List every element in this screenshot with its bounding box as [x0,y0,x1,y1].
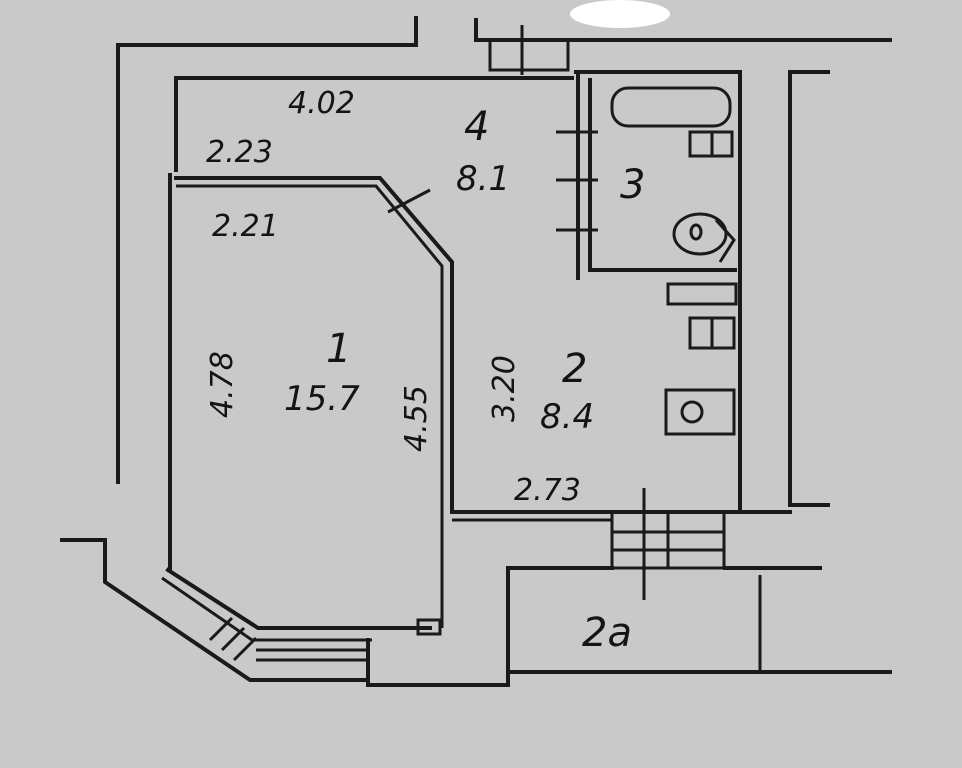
room-number-3: 3 [620,162,645,208]
inner-walls [161,70,892,687]
scan-artifact [570,0,670,28]
dimension-corridor: 4.02 [288,86,355,121]
dimension-room1-top-inner: 2.21 [212,209,279,244]
dimension-room2-height: 3.20 [487,355,522,422]
window-marks [208,130,598,662]
outer-walls [60,16,892,687]
room-number-1: 1 [326,326,351,372]
room-area-1: 15.7 [284,379,360,419]
room-area-4: 8.1 [456,159,510,199]
dimension-room1-top-outer: 2.23 [206,135,273,170]
room-number-2: 2 [562,346,587,392]
labels: 4.02 4 8.1 3 2.23 2.21 4.78 1 15.7 4.55 … [205,86,645,656]
dimension-room1-left: 4.78 [205,351,240,418]
room-number-2a: 2a [582,610,632,656]
kitchen-fixtures [664,282,738,436]
dimension-room1-right: 4.55 [399,385,434,452]
dimension-room2-width: 2.73 [514,473,581,508]
balcony-door [610,488,726,600]
room-number-4: 4 [464,104,489,150]
bathroom-fixtures [610,86,736,263]
bathtub-icon [610,86,732,128]
toilet-icon [672,212,728,256]
stove-icon [664,388,736,436]
room-area-2: 8.4 [540,397,594,437]
